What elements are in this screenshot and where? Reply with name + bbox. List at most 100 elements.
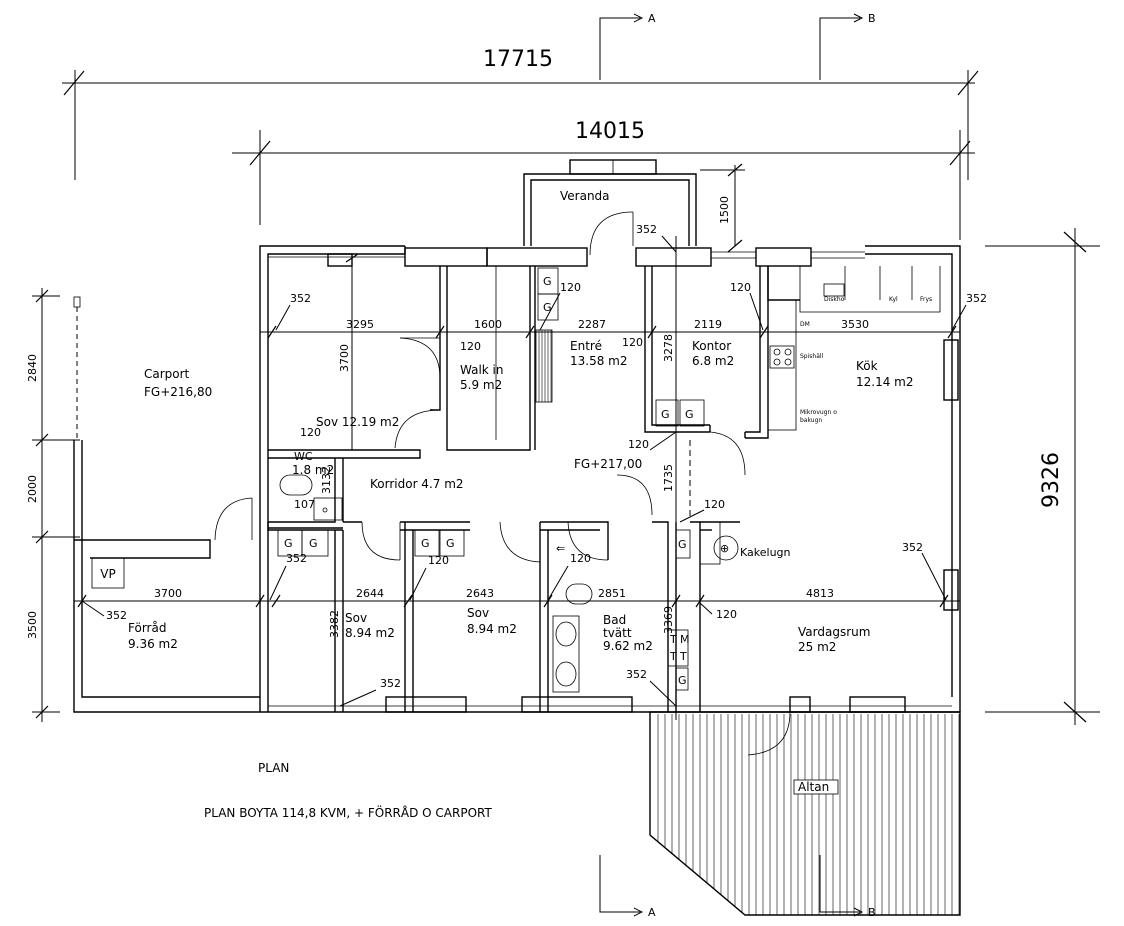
g-box: G	[284, 537, 293, 550]
entre-area: 13.58 m2	[570, 354, 628, 368]
dimension-overall: 17715	[62, 47, 979, 180]
altan-label: Altan	[798, 780, 829, 794]
forrad-name: Förråd	[128, 621, 166, 635]
dim-120-j: 120	[716, 608, 737, 621]
dimension-verticals: 3700 3278 1735 3132 107 120 120 120	[294, 253, 725, 523]
dim-2851: 2851	[598, 587, 626, 600]
korridor-label: Korridor 4.7 m2	[370, 477, 464, 491]
wc-name: WC	[294, 450, 313, 463]
dim-352-c: 352	[636, 223, 657, 236]
dm-label: DM	[800, 321, 810, 328]
wc-area: 1.8 m2	[292, 463, 334, 477]
dimension-height: 9326	[985, 228, 1100, 725]
sov2-name: Sov	[345, 611, 367, 625]
mikro-label-2: bakugn	[800, 417, 822, 424]
dim-3530: 3530	[841, 318, 869, 331]
dim-352-a: 352	[290, 292, 311, 305]
bad-area: 9.62 m2	[603, 639, 653, 653]
g-box: G	[446, 537, 455, 550]
shower-symbol: ⇐	[556, 542, 565, 555]
dim-veranda-depth: 1500	[718, 196, 731, 224]
bad-name-2: tvätt	[603, 626, 632, 640]
dimension-left: 2840 2000 3500	[26, 288, 80, 722]
dim-120-c: 120	[622, 336, 643, 349]
dim-2644: 2644	[356, 587, 384, 600]
t-box: T	[669, 650, 677, 663]
dim-overall-label: 17715	[483, 47, 553, 72]
fixtures: G G G G G G G G G T M T T G ⇐	[277, 267, 845, 693]
dim-120-b: 120	[460, 340, 481, 353]
dim-3295: 3295	[346, 318, 374, 331]
dim-352-d: 352	[106, 609, 127, 622]
dim-3700v: 3700	[338, 344, 351, 372]
g-box: G	[678, 674, 687, 687]
spishall-label: Spishäll	[800, 353, 824, 360]
dim-left-2840: 2840	[26, 354, 39, 382]
dim-left-3500: 3500	[26, 611, 39, 639]
dim-3382: 3382	[328, 610, 341, 638]
interior-walls	[267, 266, 941, 712]
dim-1600: 1600	[474, 318, 502, 331]
g-box: G	[421, 537, 430, 550]
vardagsrum-area: 25 m2	[798, 640, 836, 654]
kok-name: Kök	[856, 359, 878, 373]
g-box: G	[309, 537, 318, 550]
kontor-name: Kontor	[692, 339, 731, 353]
walkin-name: Walk in	[460, 363, 504, 377]
sov3-area: 8.94 m2	[467, 622, 517, 636]
t-box: T	[669, 633, 677, 646]
section-markers: A B A B	[599, 12, 876, 919]
carport-name: Carport	[144, 367, 190, 381]
veranda: 1500	[523, 159, 745, 256]
dim-3700: 3700	[154, 587, 182, 600]
carport-level: FG+216,80	[144, 385, 212, 399]
dim-3278: 3278	[662, 334, 675, 362]
dimension-row-1: 3295 1600 2287 2119 3530 352 352 120 120…	[260, 223, 987, 720]
dim-4813: 4813	[806, 587, 834, 600]
room-labels: Carport FG+216,80 Veranda Walk in 5.9 m2…	[128, 189, 914, 654]
dim-120-f: 120	[628, 438, 649, 451]
dim-352-h: 352	[626, 668, 647, 681]
dim-352-g: 352	[380, 677, 401, 690]
section-a-bottom: A	[648, 906, 656, 919]
bad-name-1: Bad	[603, 613, 626, 627]
g-box: G	[543, 301, 552, 314]
carport-structure: VP	[73, 296, 260, 713]
sov1-label: Sov 12.19 m2	[316, 415, 399, 429]
dim-1735: 1735	[662, 464, 675, 492]
dim-120-d: 120	[730, 281, 751, 294]
dim-352-e: 352	[286, 552, 307, 565]
section-a-top: A	[648, 12, 656, 25]
dim-120-a: 120	[560, 281, 581, 294]
vp-label: VP	[100, 567, 115, 581]
t-box: T	[679, 650, 687, 663]
sov3-name: Sov	[467, 606, 489, 620]
kok-area: 12.14 m2	[856, 375, 914, 389]
plan-caption: PLAN	[258, 761, 289, 775]
section-b-bottom: B	[868, 906, 876, 919]
veranda-label: Veranda	[560, 189, 610, 203]
boyta-caption: PLAN BOYTA 114,8 KVM, + FÖRRÅD O CARPORT	[204, 804, 492, 820]
g-box: G	[678, 538, 687, 551]
dim-3369: 3369	[662, 606, 675, 634]
dim-2119: 2119	[694, 318, 722, 331]
dim-120-i: 120	[570, 552, 591, 565]
dim-120-e: 120	[300, 426, 321, 439]
dim-height-label: 9326	[1039, 452, 1064, 508]
forrad-area: 9.36 m2	[128, 637, 178, 651]
altan-deck: Altan	[649, 711, 961, 916]
kyl-label: Kyl	[889, 296, 898, 303]
kakelugn-label: Kakelugn	[740, 546, 791, 559]
doors	[214, 337, 791, 756]
g-box: G	[661, 408, 670, 421]
kitchen-labels: Diskho Kyl Frys DM Spishäll Mikrovugn o …	[800, 296, 932, 424]
dim-120-g: 120	[704, 498, 725, 511]
dim-352-b: 352	[966, 292, 987, 305]
g-box: G	[543, 275, 552, 288]
kakelugn-symbol: ⊕	[720, 542, 729, 555]
g-box: G	[685, 408, 694, 421]
diskho-label: Diskho	[824, 296, 845, 303]
dim-352-f: 352	[902, 541, 923, 554]
section-b-top: B	[868, 12, 876, 25]
